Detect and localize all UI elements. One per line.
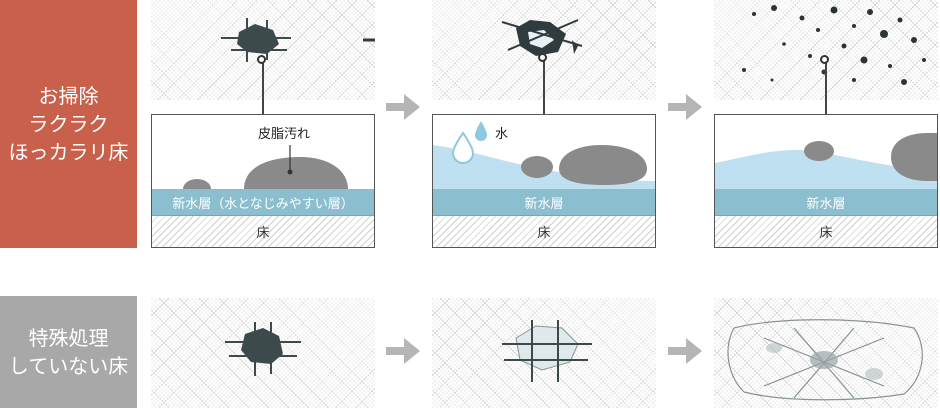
treated-label-line-2: ラクラク xyxy=(28,112,109,136)
pointer-dot-2 xyxy=(538,53,547,62)
oil-stain-image xyxy=(221,18,375,62)
water-drop-icon xyxy=(451,131,475,165)
sebum-stain-label: 皮脂汚れ xyxy=(258,127,311,142)
water-and-stain-shapes xyxy=(433,121,655,189)
untreated-tile-stage-2 xyxy=(432,298,656,408)
untreated-label-line-1: 特殊処理 xyxy=(28,326,109,350)
cross-section-stage-1: 皮脂汚れ 新水層（水となじみやすい層） 床 xyxy=(151,114,375,248)
large-stain xyxy=(244,157,348,189)
treated-label-line-1: お掃除 xyxy=(38,84,99,108)
pointer-line-1 xyxy=(262,60,264,116)
water-layer: 新水層（水となじみやすい層） xyxy=(152,189,374,215)
water-layer: 新水層 xyxy=(433,189,655,215)
chevron-right-arrow-icon xyxy=(668,338,702,364)
lifted-stain-large xyxy=(559,145,647,185)
treated-label-line-3: ほっカラリ床 xyxy=(8,140,129,164)
chevron-right-arrow-icon xyxy=(386,338,420,364)
pointer-dot-1 xyxy=(257,55,266,64)
pointer-line-2 xyxy=(543,58,545,116)
water-wave xyxy=(715,150,937,189)
floor-layer: 床 xyxy=(433,215,655,247)
floor-layer: 床 xyxy=(152,215,374,247)
chevron-right-arrow-icon xyxy=(668,94,702,120)
water-layer: 新水層 xyxy=(715,189,937,215)
treated-tile-stage-1 xyxy=(151,0,375,100)
cross-section-stage-3: 新水層 床 xyxy=(714,114,938,248)
untreated-tile-stage-1 xyxy=(151,298,375,408)
stain-spread-image xyxy=(727,319,923,401)
floor-layer: 床 xyxy=(715,215,937,247)
pointer-dot-3 xyxy=(820,55,829,64)
untreated-floor-label: 特殊処理 していない床 xyxy=(0,296,137,408)
stain-scattered-image xyxy=(742,5,926,85)
water-and-stain-shapes xyxy=(715,133,937,189)
floating-stain-large xyxy=(891,133,937,181)
pointer-line-3 xyxy=(825,60,827,116)
chevron-right-arrow-icon xyxy=(386,94,420,120)
floating-stain-small xyxy=(804,141,834,161)
water-wave xyxy=(433,145,655,189)
oil-stain-image xyxy=(225,322,301,376)
water-label: 水 xyxy=(495,127,509,142)
treated-floor-label: お掃除 ラクラク ほっカラリ床 xyxy=(0,0,137,248)
stain-under-water-image xyxy=(502,320,592,382)
untreated-tile-stage-3 xyxy=(714,298,938,408)
untreated-label-line-2: していない床 xyxy=(8,354,129,378)
lifted-stain-small xyxy=(521,156,553,178)
cross-section-stage-2: 水 新水層 床 xyxy=(432,114,656,248)
stain-lifting-image xyxy=(501,19,583,56)
water-drop-icon xyxy=(475,121,487,141)
